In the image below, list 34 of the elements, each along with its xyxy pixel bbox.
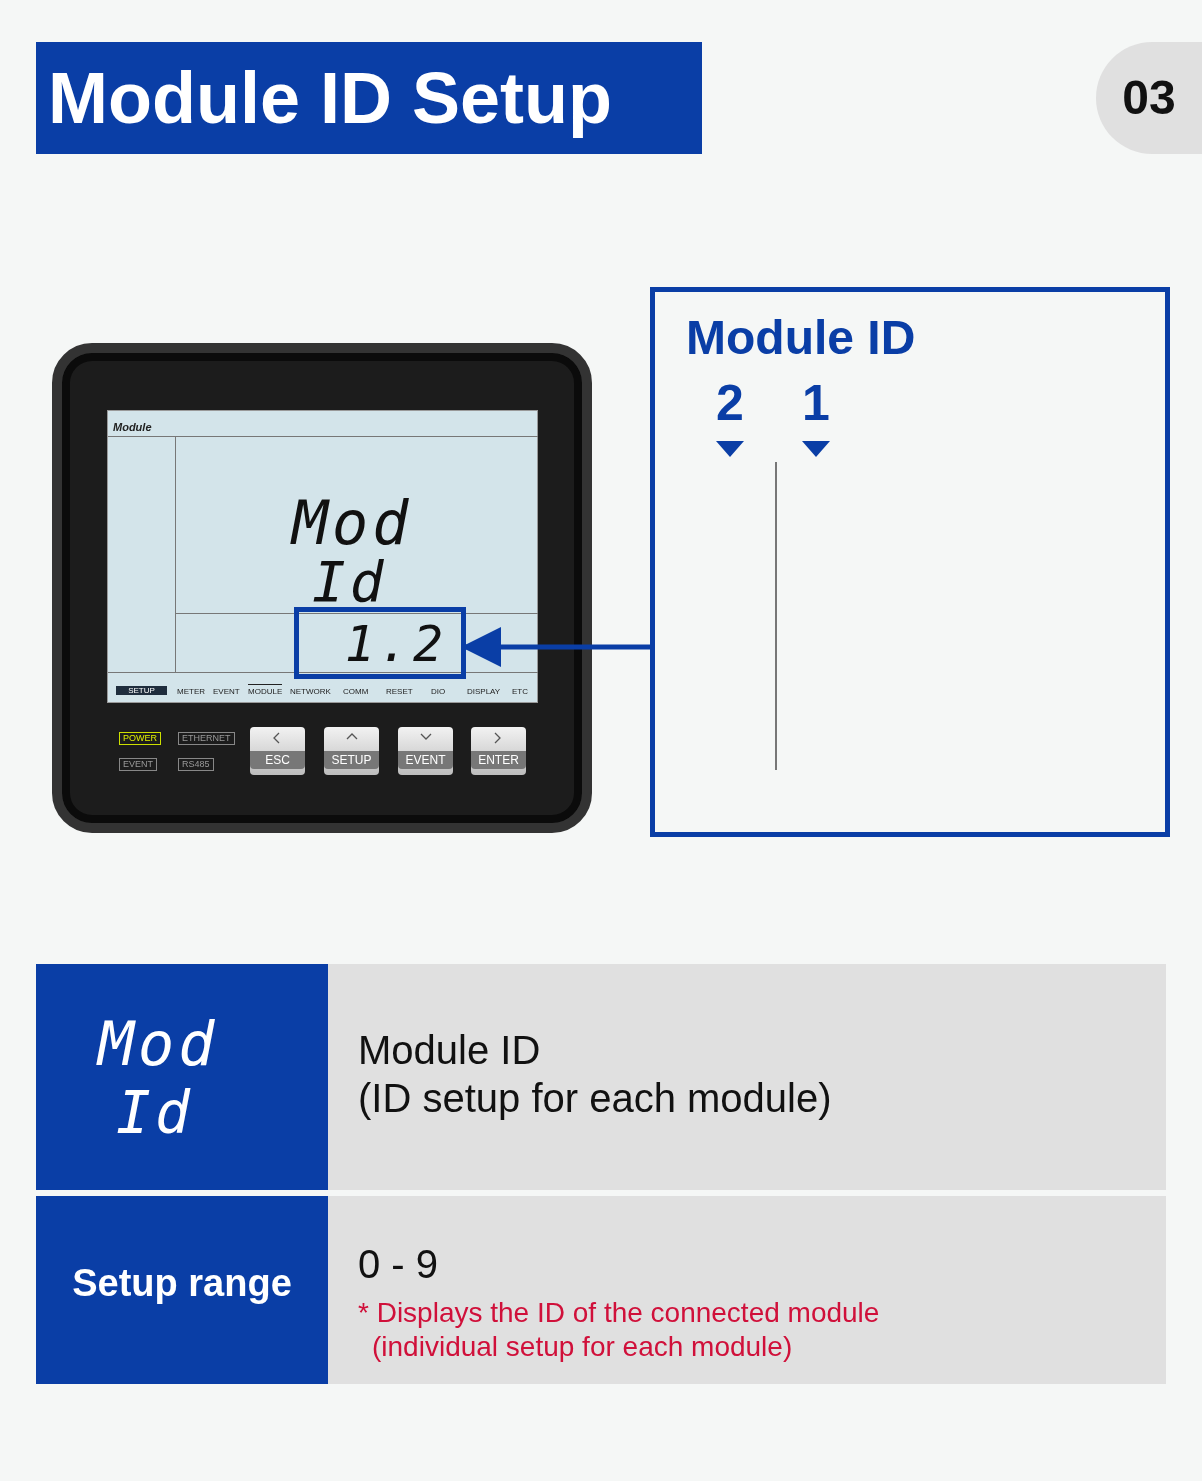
menu-item: MODULE [248,687,283,696]
key-button: EVENT [398,727,453,775]
footnote-text: * Displays the ID of the connected module (individual setup for each module) [358,1296,881,1364]
menu-item: NETWORK [290,687,331,696]
digit-position-label: 1 [802,374,830,432]
panel-heading: Module ID [686,310,916,365]
table-text: Module ID [358,1028,541,1073]
menu-item: METER [177,687,205,696]
table-text: 0 - 9 [358,1242,439,1287]
key-button: ENTER [471,727,526,775]
seven-segment-text: Mod [98,1008,219,1080]
menu-item: RESET [386,687,413,696]
menu-item: COMM [343,687,369,696]
indicator-lamp: ETHERNET [178,732,235,745]
indicator-lamp: EVENT [119,758,157,771]
page-number-badge: 03 [1096,42,1202,154]
digit-position-label: 2 [716,374,744,432]
menu-item: EVENT [213,687,240,696]
menu-item: DIO [431,687,446,696]
table-header-text: Setup range [71,1262,293,1305]
seven-segment-text: 1.2 [344,616,447,672]
menu-item: SETUP [116,686,167,695]
screen-heading: Module [113,421,152,433]
highlight-box [294,607,466,679]
seven-segment-text: Id [116,1080,194,1146]
title-banner: Module ID Setup [36,42,702,154]
indicator-lamp: POWER [119,732,161,745]
key-button: SETUP [324,727,379,775]
callout-panel [650,287,1170,837]
key-button: ESC [250,727,305,775]
menu-item: DISPLAY [467,687,501,696]
indicator-lamp: RS485 [178,758,214,771]
table-text: (ID setup for each module) [358,1076,832,1121]
menu-item: ETC [512,687,528,696]
